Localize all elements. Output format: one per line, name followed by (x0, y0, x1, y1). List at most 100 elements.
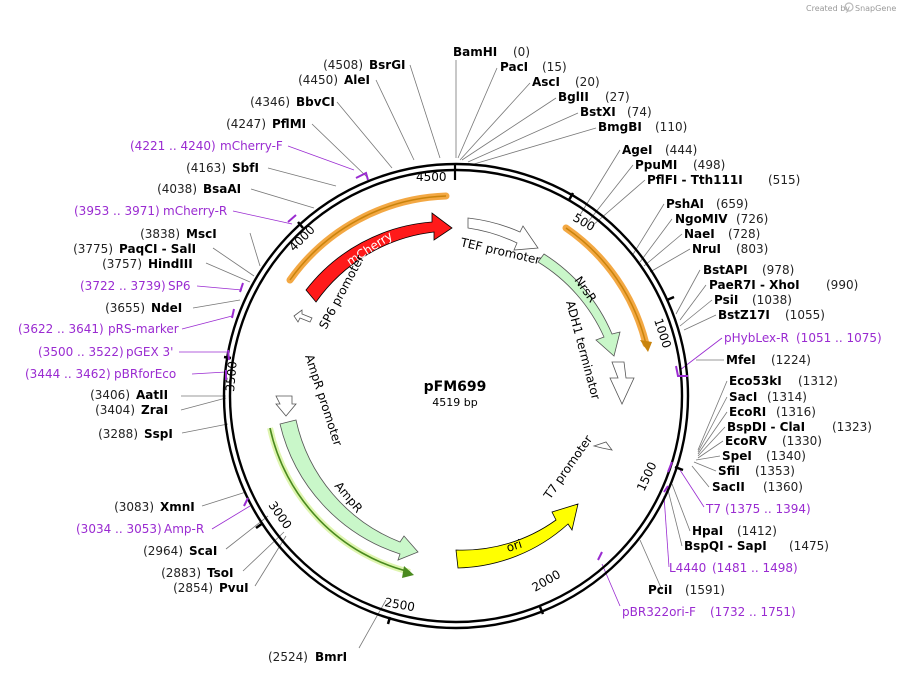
primer-name[interactable]: mCherry-F (220, 139, 283, 153)
site-name[interactable]: Eco53kI (729, 374, 782, 388)
site-name[interactable]: NdeI (151, 301, 182, 315)
site-name[interactable]: PaeR7I - XhoI (709, 278, 800, 292)
site-position: (728) (728, 227, 760, 241)
site-name[interactable]: PciI (648, 583, 673, 597)
site-name[interactable]: BbvCI (296, 95, 335, 109)
site-position: (444) (665, 143, 697, 157)
site-position: (2524) (268, 650, 308, 664)
primer-range: (3953 .. 3971) (74, 204, 160, 218)
site-name[interactable]: ScaI (189, 544, 217, 558)
site-name[interactable]: PacI (500, 60, 528, 74)
site-name[interactable]: PflMI (272, 117, 306, 131)
site-name[interactable]: MscI (186, 227, 217, 241)
primer-name[interactable]: pBRforEco (114, 367, 176, 381)
site-position: (1055) (785, 308, 825, 322)
site-name[interactable]: NaeI (684, 227, 715, 241)
primer-name[interactable]: L4440 (669, 561, 706, 575)
site-position: (4163) (186, 161, 226, 175)
feature-TEF-promoter-arrow[interactable] (467, 217, 539, 251)
site-position: (1224) (771, 353, 811, 367)
site-name[interactable]: SacII (712, 480, 745, 494)
site-position: (515) (768, 173, 800, 187)
site-name[interactable]: HpaI (692, 524, 723, 538)
site-position: (4346) (250, 95, 290, 109)
plasmid-length: 4519 bp (432, 396, 477, 409)
feature-SP6-promoter-icon[interactable] (293, 309, 313, 323)
site-position: (3406) (90, 388, 130, 402)
orange-arrowhead-right (640, 340, 652, 352)
feature-T7-promoter-icon[interactable] (592, 441, 613, 451)
site-name[interactable]: BamHI (453, 45, 497, 59)
site-name[interactable]: BstXI (580, 105, 616, 119)
orange-span-left (286, 192, 450, 284)
primer-name[interactable]: Amp-R (164, 522, 204, 536)
site-name[interactable]: BspDI - ClaI (727, 420, 805, 434)
site-name[interactable]: NruI (692, 242, 721, 256)
site-name[interactable]: BspQI - SapI (684, 539, 767, 553)
site-name[interactable]: BsaAI (203, 182, 241, 196)
site-position: (3404) (95, 403, 135, 417)
site-position: (3757) (102, 257, 142, 271)
site-position: (1412) (737, 524, 777, 538)
site-position: (1312) (798, 374, 838, 388)
site-name[interactable]: SbfI (232, 161, 259, 175)
site-name[interactable]: TsoI (207, 566, 233, 580)
primer-name[interactable]: pHybLex-R (724, 331, 789, 345)
feature-ori-arrow[interactable] (455, 503, 579, 569)
orange-span-left-core (289, 195, 447, 281)
site-name[interactable]: NgoMIV (675, 212, 728, 226)
site-name[interactable]: XmnI (160, 500, 195, 514)
site-position: (110) (655, 120, 687, 134)
site-name[interactable]: ZraI (141, 403, 168, 417)
primer-range: (3034 .. 3053) (76, 522, 162, 536)
primer-name[interactable]: SP6 (168, 279, 191, 293)
site-name[interactable]: EcoRI (729, 405, 766, 419)
site-name[interactable]: BsrGI (369, 58, 406, 72)
site-position: (4038) (157, 182, 197, 196)
green-span-core (269, 427, 411, 573)
site-name[interactable]: PvuI (219, 581, 249, 595)
primer-name[interactable]: pRS-marker (108, 322, 179, 336)
feature-AmpR-promoter-icon[interactable] (275, 395, 297, 417)
feature-NrsR-arrow[interactable] (537, 253, 621, 357)
snapgene-logo-icon (844, 2, 854, 12)
site-name[interactable]: SfiI (718, 464, 740, 478)
site-name[interactable]: PsiI (714, 293, 738, 307)
feature-AmpR-promoter-label: AmpR promoter (302, 353, 345, 448)
feature-mCherry-arrow[interactable] (305, 212, 453, 303)
site-name[interactable]: AgeI (622, 143, 652, 157)
feature-ADH1-terminator-icon[interactable] (609, 361, 635, 405)
tick-label-4500: 4500 (416, 170, 447, 184)
site-name[interactable]: PaqCI - SalI (119, 242, 196, 256)
snapgene-credit: Created by SnapGene (806, 2, 896, 13)
primer-name[interactable]: T7 (705, 502, 721, 516)
site-name[interactable]: SacI (729, 390, 757, 404)
primer-marks (225, 171, 688, 561)
primer-name[interactable]: pGEX 3' (126, 345, 173, 359)
site-name[interactable]: HindIII (148, 257, 193, 271)
primer-name[interactable]: mCherry-R (163, 204, 227, 218)
site-position: (978) (762, 263, 794, 277)
site-name[interactable]: AatII (136, 388, 168, 402)
site-name[interactable]: SspI (144, 427, 173, 441)
site-name[interactable]: AleI (344, 73, 370, 87)
site-position: (3083) (114, 500, 154, 514)
site-name[interactable]: BstZ17I (718, 308, 770, 322)
site-name[interactable]: PflFI - Tth111I (647, 173, 743, 187)
tick-label-2000: 2000 (530, 567, 563, 594)
site-name[interactable]: SpeI (722, 449, 752, 463)
site-name[interactable]: MfeI (726, 353, 756, 367)
site-name[interactable]: PshAI (666, 197, 704, 211)
site-name[interactable]: BglII (558, 90, 589, 104)
site-name[interactable]: BmrI (315, 650, 347, 664)
primer-name[interactable]: pBR322ori-F (622, 605, 696, 619)
site-name[interactable]: PpuMI (635, 158, 677, 172)
site-name[interactable]: BstAPI (703, 263, 748, 277)
site-name[interactable]: EcoRV (725, 434, 768, 448)
primer-range: (1051 .. 1075) (796, 331, 882, 345)
primer-range: (1732 .. 1751) (710, 605, 796, 619)
feature-AmpR-arrow[interactable] (279, 419, 419, 561)
site-name[interactable]: AscI (532, 75, 560, 89)
site-name[interactable]: BmgBI (598, 120, 642, 134)
